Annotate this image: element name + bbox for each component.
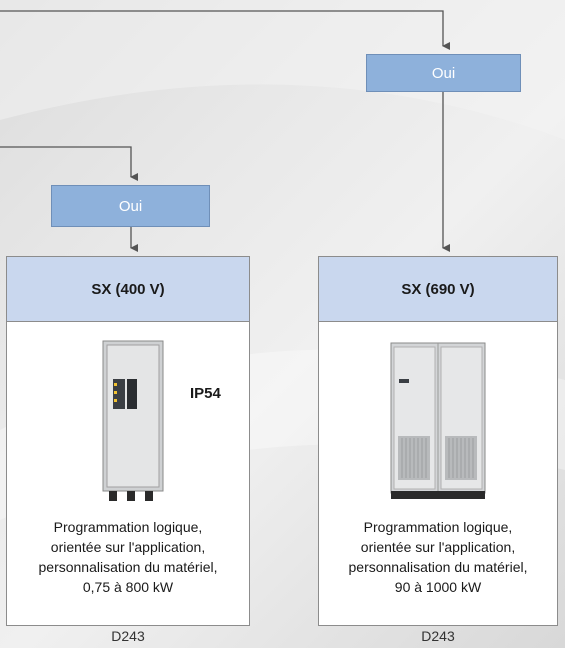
card-title: SX (690 V) bbox=[319, 257, 557, 322]
single-cabinet-drive-image bbox=[102, 340, 164, 501]
card-title: SX (400 V) bbox=[7, 257, 249, 322]
product-card-sx-690: SX (690 V) Programmation logique, orient… bbox=[318, 256, 558, 626]
decision-oui-right: Oui bbox=[366, 54, 521, 92]
double-cabinet-drive-image bbox=[390, 342, 486, 499]
description-line: orientée sur l'application, bbox=[360, 539, 516, 555]
description-line: personnalisation du matériel, bbox=[348, 559, 528, 575]
description-line: Programmation logique, bbox=[53, 519, 203, 535]
card-description: Programmation logique, orientée sur l'ap… bbox=[7, 517, 249, 597]
connector-right-top bbox=[0, 10, 450, 50]
reference-code-left: D243 bbox=[111, 628, 145, 644]
description-line: 0,75 à 800 kW bbox=[82, 579, 174, 595]
reference-code-right: D243 bbox=[421, 628, 455, 644]
description-line: orientée sur l'application, bbox=[50, 539, 206, 555]
decision-oui-left: Oui bbox=[51, 185, 210, 227]
description-line: personnalisation du matériel, bbox=[38, 559, 218, 575]
description-line: 90 à 1000 kW bbox=[394, 579, 482, 595]
ip54-badge: IP54 bbox=[190, 385, 221, 402]
connector-left-top bbox=[0, 146, 138, 181]
card-description: Programmation logique, orientée sur l'ap… bbox=[319, 517, 557, 597]
product-card-sx-400: SX (400 V) IP54 Programmation logique, o… bbox=[6, 256, 250, 626]
description-line: Programmation logique, bbox=[363, 519, 513, 535]
